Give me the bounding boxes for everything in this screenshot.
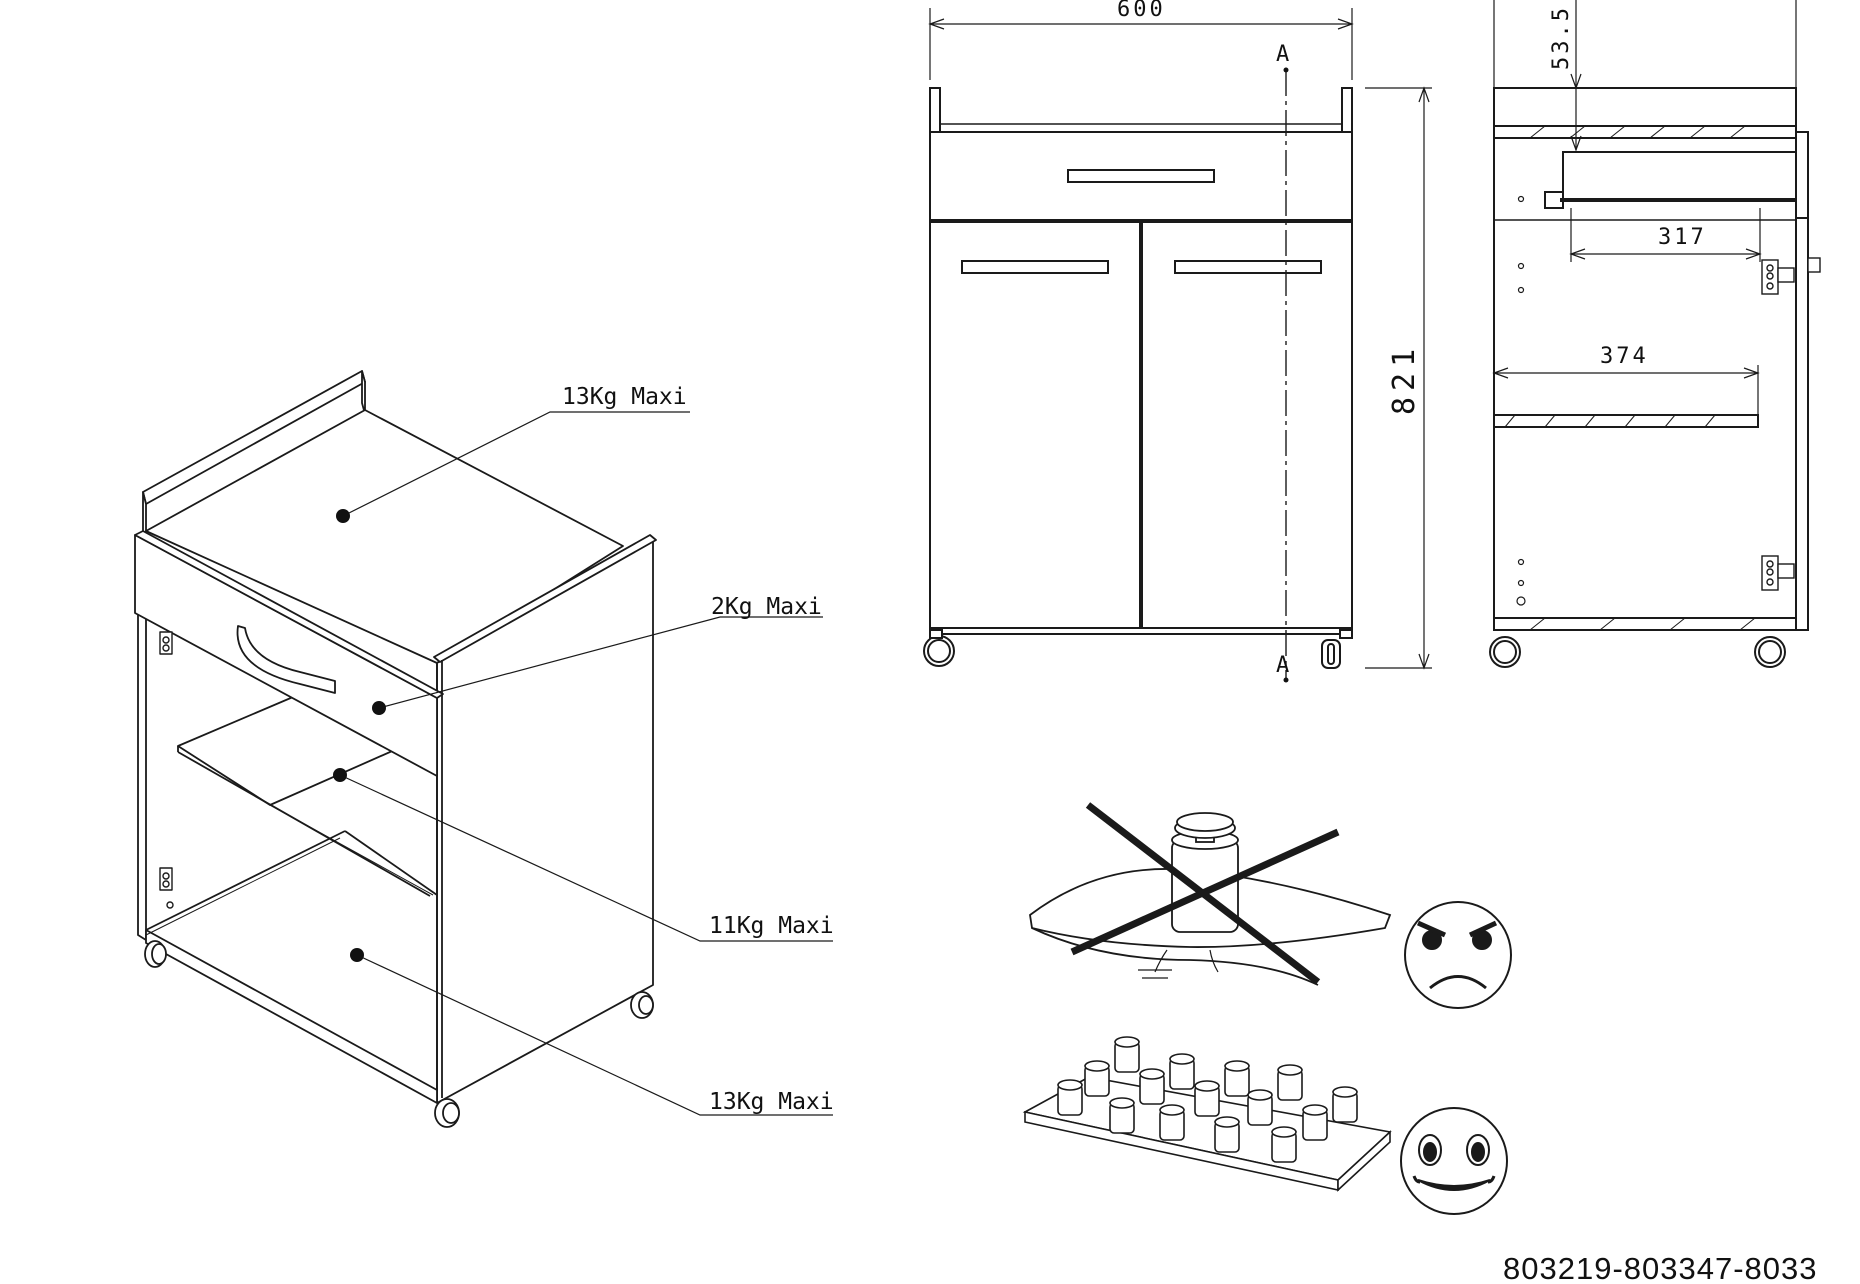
drawer-depth-dimension xyxy=(1569,208,1762,262)
small-weight xyxy=(1159,1104,1185,1141)
hinge-upper xyxy=(159,631,173,655)
side-section xyxy=(1489,87,1821,668)
front-castor-left xyxy=(923,635,955,667)
section-mark-top: A xyxy=(1276,42,1292,67)
small-weight xyxy=(1332,1086,1358,1123)
front-drawer-handle xyxy=(1067,169,1215,183)
small-weight xyxy=(1247,1089,1273,1126)
bottom-load-label: 13Kg Maxi xyxy=(709,1089,834,1115)
section-hatching xyxy=(1504,125,1756,631)
side-castor-right xyxy=(1754,636,1786,668)
top-surface xyxy=(145,409,624,664)
small-weight xyxy=(1271,1126,1297,1163)
shelf-depth-value: 374 xyxy=(1600,344,1649,369)
reference-code: 803219-803347-8033 xyxy=(1503,1251,1818,1280)
hinge-lower xyxy=(159,867,174,909)
side-castor-left xyxy=(1489,636,1521,668)
front-elevation xyxy=(923,87,1353,669)
small-weight xyxy=(1224,1060,1250,1097)
castor-front-left xyxy=(144,940,167,968)
door-handle-right xyxy=(1174,260,1322,274)
front-castor-right xyxy=(1321,639,1341,669)
drawer-load-label: 2Kg Maxi xyxy=(711,594,822,620)
drawer-handle xyxy=(236,625,336,694)
small-weight xyxy=(1109,1097,1135,1134)
cross-mark-b xyxy=(1070,828,1340,956)
front-door-right xyxy=(1141,221,1353,629)
section-mark-bottom: A xyxy=(1276,653,1292,678)
leader-lines xyxy=(339,411,833,1116)
drawer-depth-value: 317 xyxy=(1658,225,1707,250)
small-weight xyxy=(1169,1053,1195,1090)
side-hinge-lower xyxy=(1761,555,1795,591)
angry-face-icon xyxy=(1404,901,1512,1009)
side-drawer-box xyxy=(1562,151,1797,201)
door-handle-left xyxy=(961,260,1109,274)
small-weight xyxy=(1084,1060,1110,1097)
width-value: 600 xyxy=(1117,0,1166,22)
front-door-left xyxy=(929,221,1141,629)
shelf-load-label: 11Kg Maxi xyxy=(709,913,834,939)
small-weight xyxy=(1214,1116,1240,1153)
side-hinge-upper xyxy=(1761,257,1821,295)
leader-dots xyxy=(333,509,386,962)
top-offset-dimension xyxy=(1493,0,1797,152)
top-load-label: 13Kg Maxi xyxy=(562,384,687,410)
top-offset-value: 53.5 xyxy=(1549,5,1574,70)
castor-back-right xyxy=(630,991,654,1019)
small-weight xyxy=(1302,1104,1328,1141)
height-dimension xyxy=(1365,86,1432,670)
width-dimension xyxy=(928,8,1354,80)
castor-front-right xyxy=(434,1098,460,1128)
small-weight xyxy=(1277,1064,1303,1101)
shelf-depth-dimension xyxy=(1492,365,1760,415)
bottom-panel-edge xyxy=(145,929,438,1104)
small-weight xyxy=(1114,1036,1140,1073)
isometric-cabinet xyxy=(134,370,657,1128)
side-shelf-section xyxy=(1493,414,1759,428)
dowel-holes xyxy=(1516,195,1526,606)
small-weight xyxy=(1057,1079,1083,1116)
small-weight xyxy=(1139,1068,1165,1105)
concentrated-load-crossed-icon xyxy=(1029,802,1392,986)
happy-face-icon xyxy=(1400,1107,1508,1215)
heavy-weight xyxy=(1171,839,1239,933)
side-top-panel xyxy=(1493,125,1797,139)
distributed-load-icon xyxy=(1022,1036,1392,1192)
height-value: 821 xyxy=(1387,343,1422,415)
small-weight xyxy=(1194,1080,1220,1117)
